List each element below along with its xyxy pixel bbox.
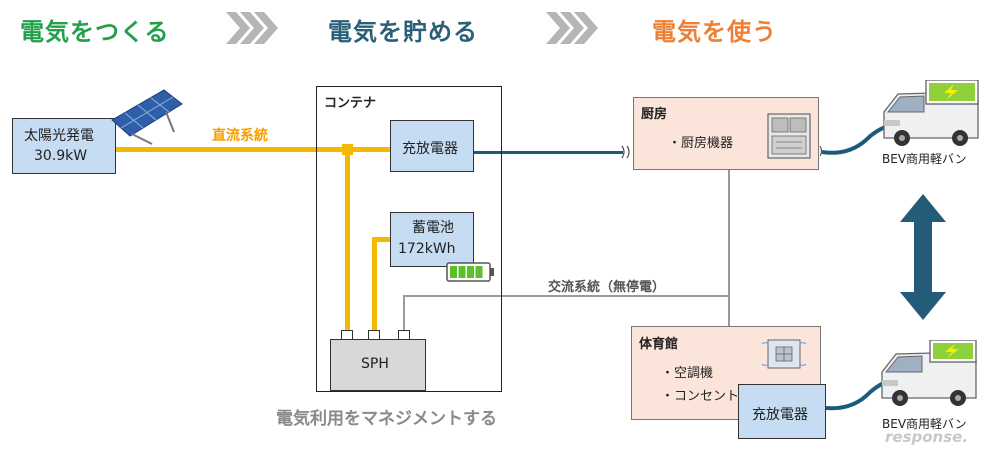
battery-icon bbox=[446, 262, 494, 282]
air-conditioner-icon bbox=[761, 339, 807, 369]
solar-box bbox=[12, 118, 116, 174]
ac-label: 交流系統（無停電） bbox=[548, 280, 666, 295]
gym-title: 体育館 bbox=[639, 337, 679, 352]
dc-label: 直流系統 bbox=[212, 128, 268, 144]
kitchen-equipment-icon bbox=[767, 113, 811, 159]
container-title: コンテナ bbox=[324, 96, 377, 111]
dc-junction bbox=[342, 144, 353, 155]
dc-line-battery bbox=[372, 237, 392, 242]
gym-item-aircon: ・空調機 bbox=[661, 366, 714, 381]
container-box bbox=[316, 86, 502, 392]
sph-box bbox=[330, 339, 426, 391]
ac-line-vertical bbox=[728, 170, 730, 326]
battery-capacity: 172kWh bbox=[398, 241, 456, 257]
ev-label-top: BEV商用軽バン bbox=[882, 152, 967, 166]
management-label: 電気利用をマネジメントする bbox=[276, 409, 497, 429]
charger-box bbox=[390, 120, 474, 172]
solar-capacity: 30.9kW bbox=[34, 148, 88, 164]
dc-line-drop-1 bbox=[345, 147, 350, 339]
ac-line-sph bbox=[403, 295, 405, 331]
kitchen-title: 厨房 bbox=[641, 107, 668, 122]
gym-item-outlet: ・コンセント bbox=[661, 389, 740, 404]
chevron-right-icon bbox=[226, 12, 278, 44]
solar-panel-icon bbox=[111, 89, 183, 145]
kitchen-item: ・厨房機器 bbox=[668, 136, 734, 151]
dc-line-main bbox=[114, 147, 394, 152]
sph-label: SPH bbox=[361, 356, 389, 372]
header-use: 電気を使う bbox=[652, 18, 777, 46]
watermark: response. bbox=[885, 428, 969, 446]
battery-box bbox=[390, 212, 474, 267]
battery-name: 蓄電池 bbox=[412, 220, 454, 236]
solar-label: 太陽光発電 bbox=[24, 128, 94, 144]
header-make: 電気をつくる bbox=[20, 18, 170, 46]
ac-line-horizontal bbox=[403, 295, 730, 297]
chevron-right-icon bbox=[546, 12, 598, 44]
line-break-icon bbox=[621, 145, 630, 159]
dc-line-drop-2 bbox=[372, 237, 377, 339]
ev-van-icon bbox=[881, 340, 977, 406]
gym-charger-box bbox=[738, 384, 826, 439]
ev-van-icon bbox=[883, 80, 979, 146]
header-store: 電気を貯める bbox=[328, 18, 478, 46]
gym-charger-label: 充放電器 bbox=[752, 407, 808, 423]
double-arrow-icon bbox=[900, 194, 946, 320]
charger-label: 充放電器 bbox=[402, 141, 458, 157]
ev-label-bottom: BEV商用軽バン bbox=[882, 417, 967, 431]
ac-line-kitchen bbox=[473, 151, 623, 154]
